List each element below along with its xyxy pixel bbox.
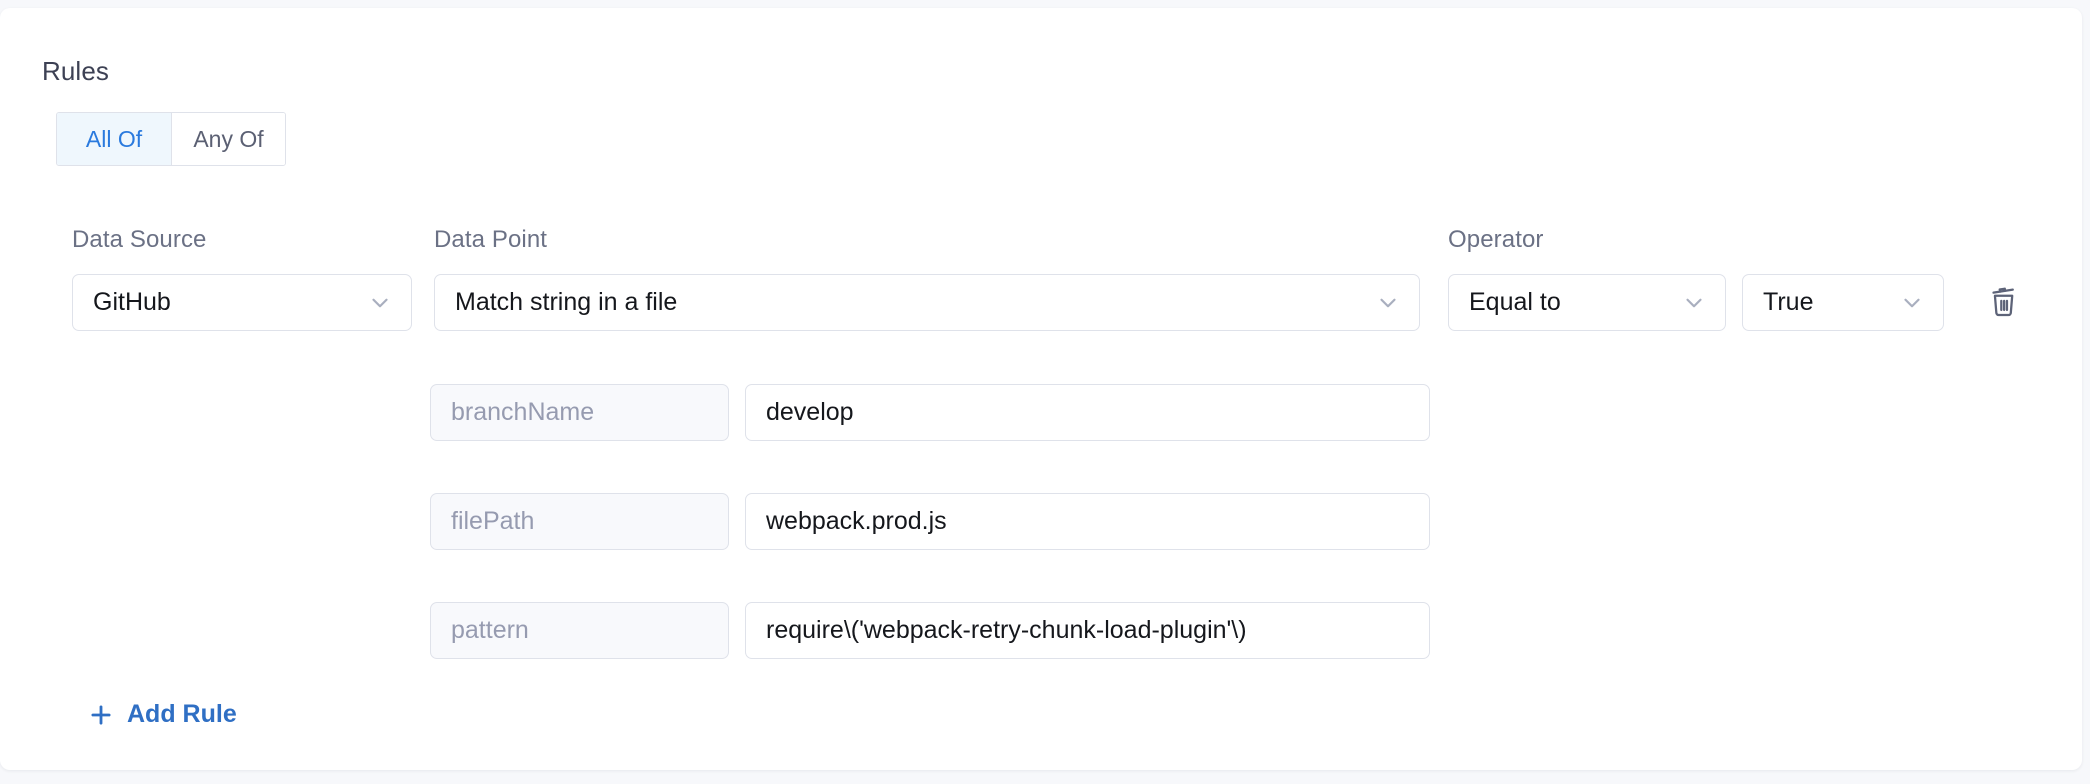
parameter-key: pattern — [430, 602, 729, 659]
parameter-value-input[interactable]: develop — [745, 384, 1430, 441]
operator-value-select[interactable]: True — [1742, 274, 1944, 331]
parameter-key: branchName — [430, 384, 729, 441]
chevron-down-icon — [363, 290, 397, 316]
toggle-option-all-of[interactable]: All Of — [57, 113, 171, 165]
operator-value: Equal to — [1469, 288, 1561, 316]
operator-select[interactable]: Equal to — [1448, 274, 1726, 331]
data-source-select[interactable]: GitHub — [72, 274, 412, 331]
delete-rule-button[interactable] — [1984, 284, 2024, 324]
chevron-down-icon — [1371, 290, 1405, 316]
plus-icon — [88, 702, 114, 728]
parameter-row: branchName develop — [430, 384, 1430, 441]
rules-card: Rules All Of Any Of Data Source Data Poi… — [0, 8, 2082, 770]
comparison-value: True — [1763, 288, 1814, 316]
match-type-toggle[interactable]: All Of Any Of — [56, 112, 286, 166]
chevron-down-icon — [1895, 290, 1929, 316]
data-point-value: Match string in a file — [455, 288, 678, 316]
add-rule-label: Add Rule — [127, 700, 237, 728]
parameter-row: pattern require\('webpack-retry-chunk-lo… — [430, 602, 1430, 659]
trash-icon — [1987, 285, 2021, 324]
data-source-label: Data Source — [72, 226, 207, 253]
page-title: Rules — [42, 56, 109, 86]
data-point-select[interactable]: Match string in a file — [434, 274, 1420, 331]
add-rule-button[interactable]: Add Rule — [88, 700, 237, 729]
parameter-value-input[interactable]: webpack.prod.js — [745, 493, 1430, 550]
toggle-option-any-of[interactable]: Any Of — [171, 113, 285, 165]
operator-label: Operator — [1448, 226, 1544, 253]
parameter-row: filePath webpack.prod.js — [430, 493, 1430, 550]
parameter-value-input[interactable]: require\('webpack-retry-chunk-load-plugi… — [745, 602, 1430, 659]
chevron-down-icon — [1677, 290, 1711, 316]
parameter-key: filePath — [430, 493, 729, 550]
data-point-label: Data Point — [434, 226, 548, 253]
data-source-value: GitHub — [93, 288, 171, 316]
